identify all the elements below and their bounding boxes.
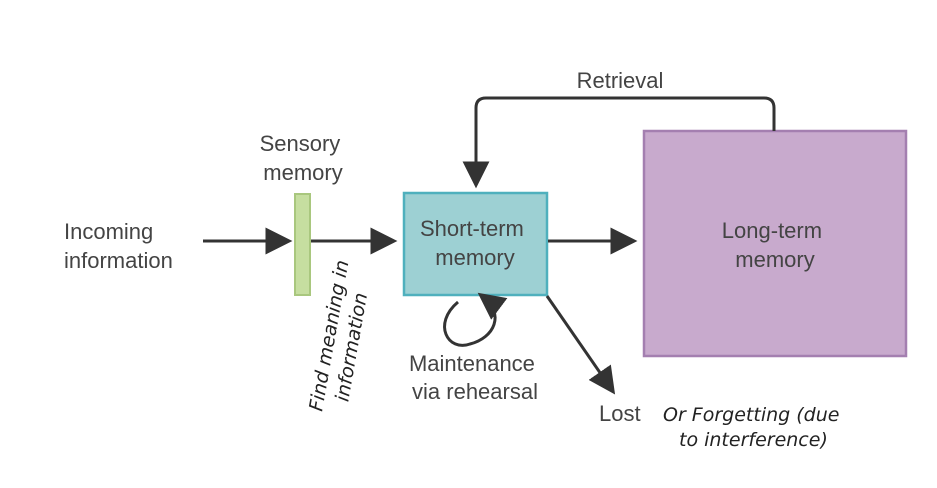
arrow-rehearsal-loop	[445, 296, 496, 345]
sensory-memory-label: Sensory memory	[260, 131, 347, 185]
handwritten-note-meaning: Find meaning in information	[305, 252, 378, 417]
retrieval-label: Retrieval	[577, 68, 664, 93]
maintenance-label: Maintenance via rehearsal	[409, 351, 541, 404]
sensory-memory-bar	[295, 194, 310, 295]
lost-label: Lost	[599, 401, 641, 426]
handwritten-note-forgetting: Or Forgetting (due to interference)	[663, 404, 846, 451]
long-term-memory-box	[644, 131, 906, 356]
short-term-memory-box	[404, 193, 547, 295]
incoming-label: Incoming information	[64, 219, 173, 273]
arrow-to-lost	[547, 296, 612, 390]
